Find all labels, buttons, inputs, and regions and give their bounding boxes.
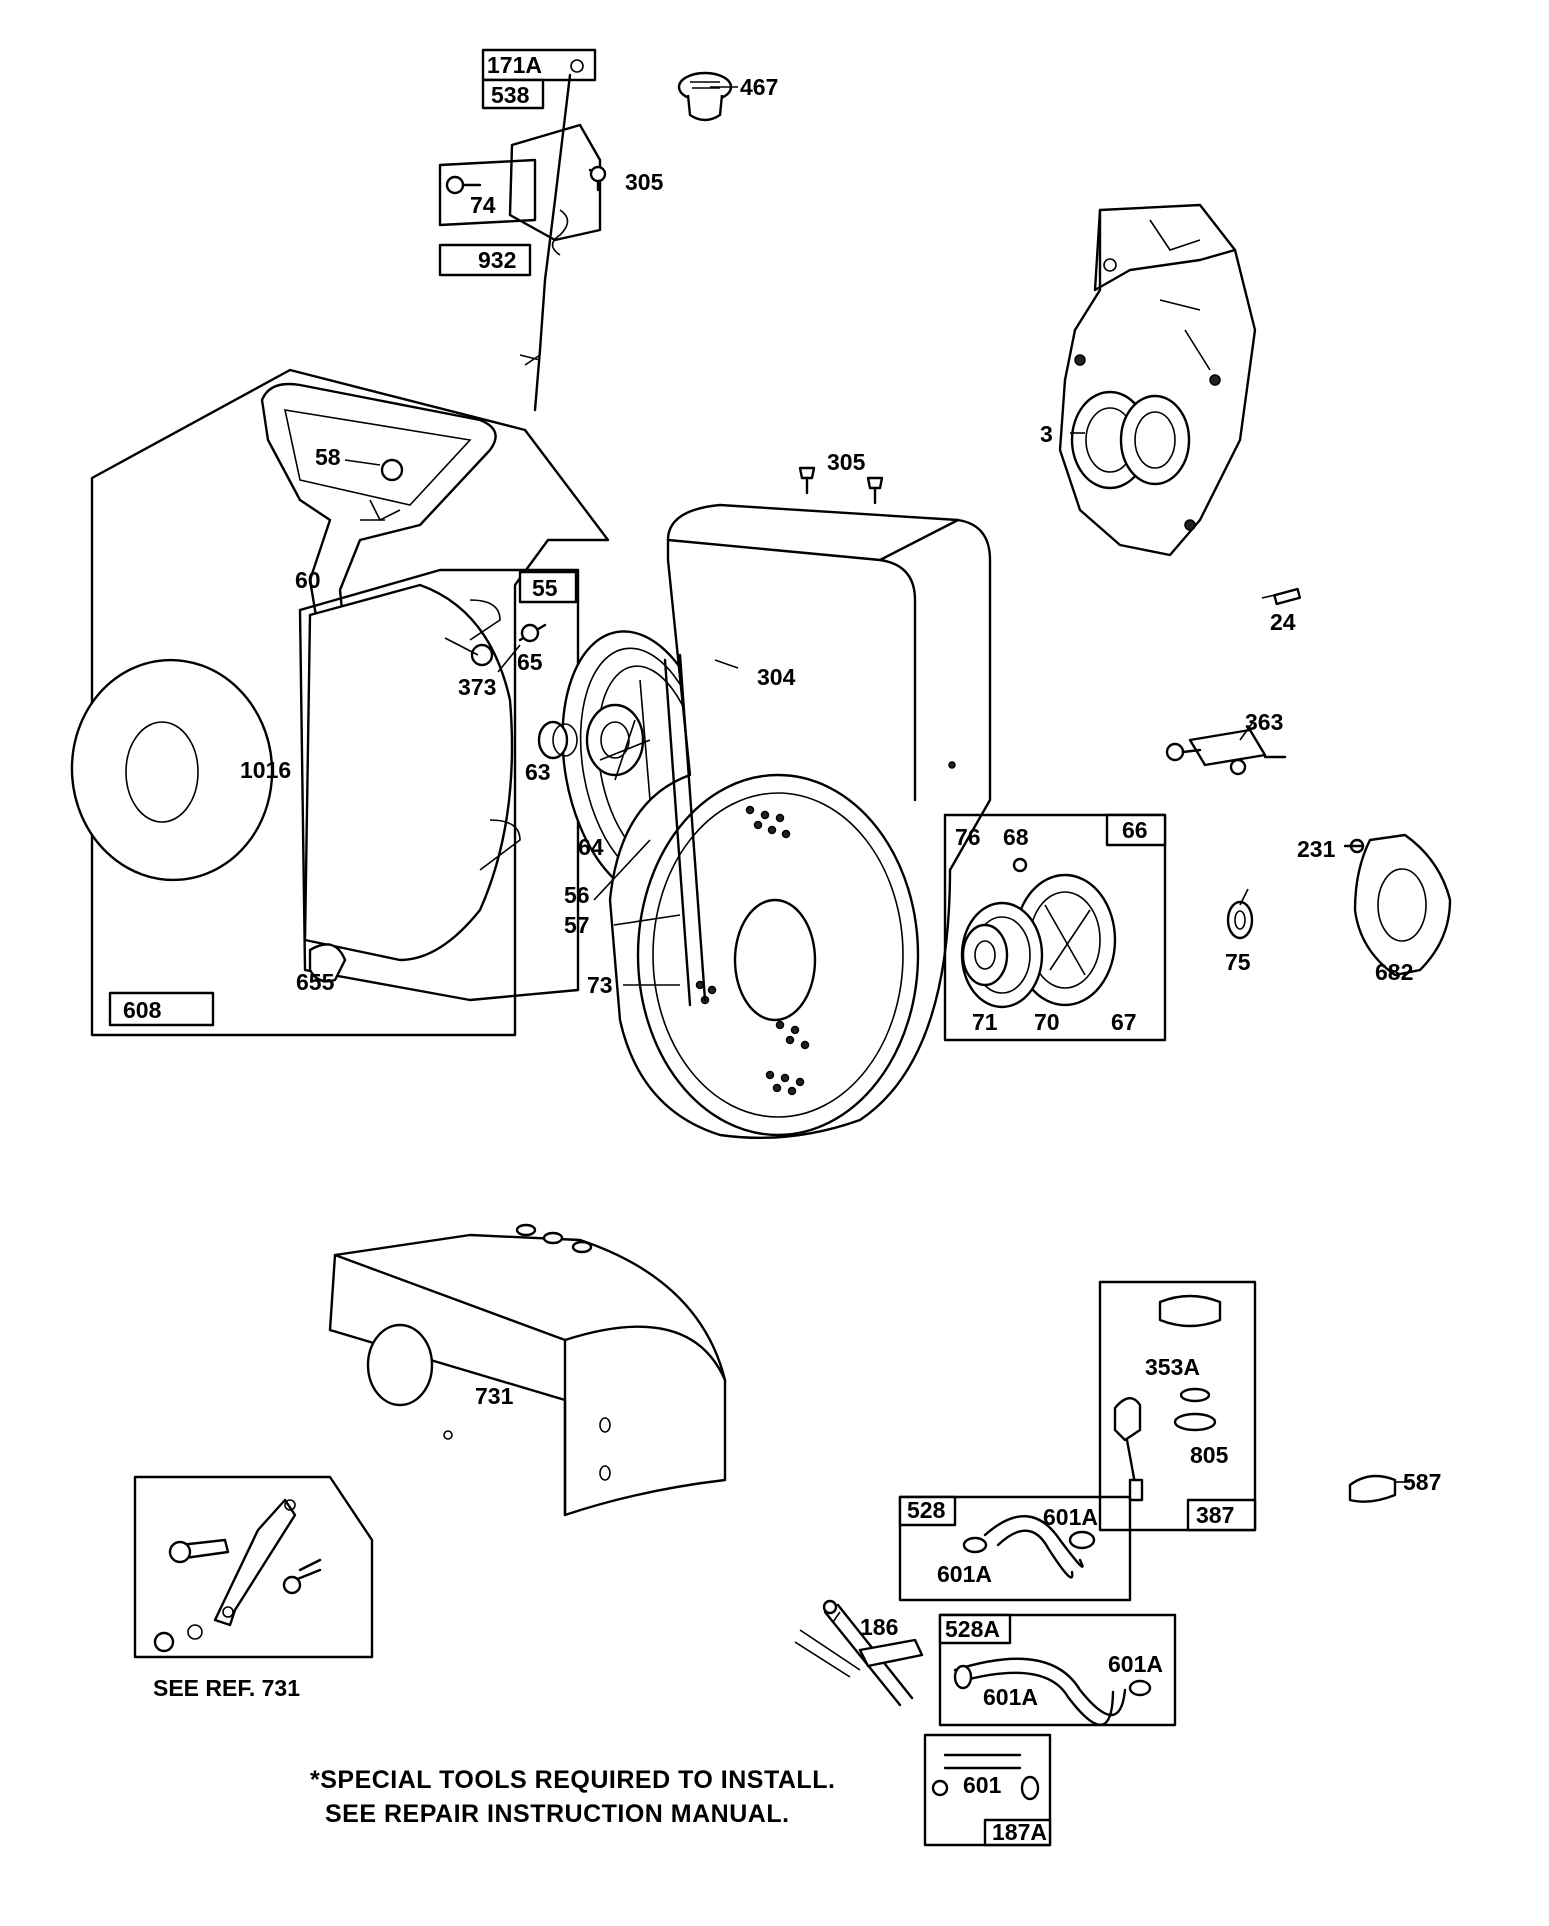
label-387: 387 — [1196, 1502, 1234, 1528]
label-805: 805 — [1190, 1442, 1229, 1468]
label-57: 57 — [564, 912, 590, 938]
label-601: 601 — [963, 1772, 1002, 1798]
label-932: 932 — [478, 247, 516, 273]
box-66-assembly — [943, 813, 1167, 1042]
label-171a: 171A — [487, 52, 542, 78]
label-538: 538 — [491, 82, 530, 108]
label-3: 3 — [1040, 421, 1053, 447]
box-528 — [898, 1495, 957, 1527]
part-363 — [1165, 728, 1287, 776]
box-528a-assembly — [938, 1613, 1177, 1727]
cap-467 — [677, 71, 733, 122]
label-24: 24 — [1270, 609, 1296, 635]
box-608 — [108, 991, 215, 1027]
cable-bracket-assembly — [438, 48, 607, 412]
box-187a — [983, 1818, 1052, 1847]
label-655: 655 — [296, 969, 335, 995]
label-55: 55 — [532, 575, 558, 601]
label-186: 186 — [860, 1614, 898, 1640]
screws-305 — [798, 466, 884, 505]
box-932 — [438, 243, 532, 277]
label-75: 75 — [1225, 949, 1251, 975]
label-601a-4: 601A — [983, 1684, 1038, 1710]
label-467: 467 — [740, 74, 778, 100]
label-231: 231 — [1297, 836, 1336, 862]
crankcase-cover-3 — [1058, 203, 1257, 557]
label-305-top: 305 — [625, 169, 664, 195]
label-363: 363 — [1245, 709, 1283, 735]
label-66: 66 — [1122, 817, 1148, 843]
box-387-assembly — [1098, 1280, 1257, 1532]
clip-587 — [1348, 1474, 1397, 1503]
pin-24 — [1273, 587, 1302, 606]
label-528a: 528A — [945, 1616, 1000, 1642]
note-line-1: *SPECIAL TOOLS REQUIRED TO INSTALL. — [310, 1766, 835, 1794]
label-353a: 353A — [1145, 1354, 1200, 1380]
label-56: 56 — [564, 882, 590, 908]
label-71: 71 — [972, 1009, 998, 1035]
blower-housing-608 — [70, 368, 610, 1037]
label-731: 731 — [475, 1383, 514, 1409]
box-387 — [1186, 1498, 1257, 1532]
label-305-mid: 305 — [827, 449, 866, 475]
box-187a-assembly — [923, 1733, 1052, 1847]
box-528a — [938, 1613, 1012, 1645]
label-608: 608 — [123, 997, 162, 1023]
label-682: 682 — [1375, 959, 1413, 985]
gasket-682 — [1343, 833, 1452, 977]
label-304: 304 — [757, 664, 796, 690]
label-67: 67 — [1111, 1009, 1137, 1035]
special-tools-note: *SPECIAL TOOLS REQUIRED TO INSTALL. SEE … — [310, 1766, 835, 1828]
shroud-vent-dots — [695, 805, 810, 1096]
label-68: 68 — [1003, 824, 1029, 850]
label-63: 63 — [525, 759, 551, 785]
leader-lines — [344, 86, 1410, 1623]
label-601a-1: 601A — [1043, 1504, 1098, 1530]
label-373: 373 — [458, 674, 496, 700]
label-76: 76 — [955, 824, 981, 850]
label-64: 64 — [578, 834, 604, 860]
part-labels: 171A 538 467 74 305 932 305 3 58 60 55 6… — [123, 52, 1441, 1845]
see-ref-731-box — [133, 1475, 374, 1659]
shroud-731 — [328, 1223, 727, 1517]
label-601a-3: 601A — [1108, 1651, 1163, 1677]
label-70: 70 — [1034, 1009, 1060, 1035]
label-601a-2: 601A — [937, 1561, 992, 1587]
washer-75 — [1226, 900, 1254, 940]
label-60: 60 — [295, 567, 321, 593]
box-538 — [481, 78, 545, 110]
label-1016: 1016 — [240, 757, 291, 783]
label-58: 58 — [315, 444, 341, 470]
label-see-ref-731: SEE REF. 731 — [153, 1675, 300, 1701]
engine-shroud — [608, 466, 992, 1140]
label-587: 587 — [1403, 1469, 1441, 1495]
box-66 — [1105, 813, 1167, 847]
label-65: 65 — [517, 649, 543, 675]
box-528-assembly — [898, 1495, 1132, 1602]
tube-186 — [794, 1599, 924, 1707]
box-55 — [518, 570, 578, 604]
label-73: 73 — [587, 972, 613, 998]
label-74: 74 — [470, 192, 496, 218]
label-528: 528 — [907, 1497, 946, 1523]
label-187a: 187A — [992, 1819, 1047, 1845]
note-line-2: SEE REPAIR INSTRUCTION MANUAL. — [325, 1800, 790, 1828]
